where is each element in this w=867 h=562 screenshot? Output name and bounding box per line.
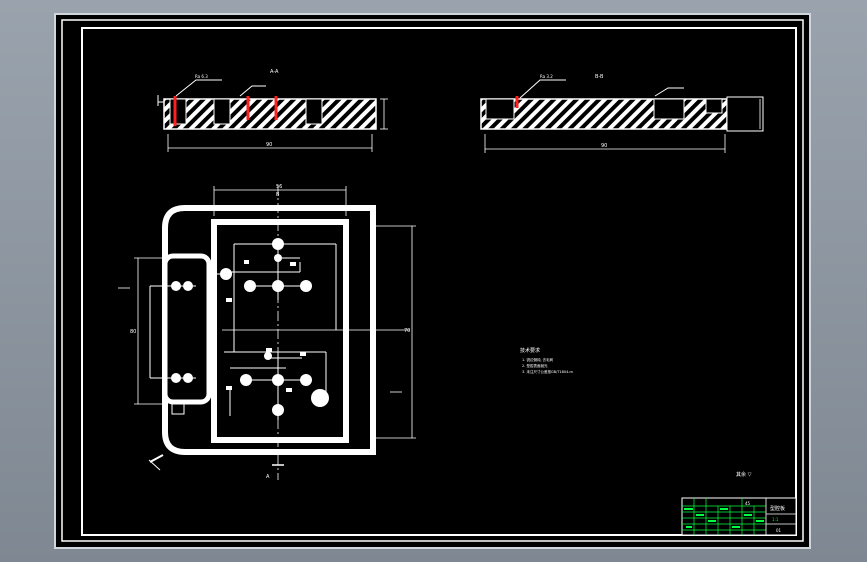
notes-line-1: 1. 锐边倒钝, 去毛刺 (522, 357, 554, 362)
title-block-scale: 1:1 (772, 517, 779, 522)
plan-left-dim: 80 (130, 329, 136, 335)
technical-notes: 技术要求 1. 锐边倒钝, 去毛刺 2. 型腔表面抛光 3. 未注尺寸公差按GB… (520, 347, 574, 374)
section-a-label: A-A (270, 69, 279, 75)
plan-right-dim: 70 (404, 328, 410, 334)
callout-b: Ra 3.2 (540, 74, 553, 79)
roughness-note: 其余 ▽ (736, 471, 752, 478)
section-mark-bottom: A (266, 474, 270, 480)
title-block-material: 45 (745, 501, 751, 506)
notes-line-3: 3. 未注尺寸公差按GB/T1804-m (522, 369, 574, 374)
outer-border (61, 19, 804, 542)
callout-a: Ra 6.3 (195, 74, 208, 79)
section-view-a: A-A Ra 6.3 90 (157, 69, 388, 152)
section-b-dim: 90 (601, 143, 607, 149)
notes-heading: 技术要求 (520, 347, 540, 354)
inner-border (81, 27, 797, 536)
section-view-b: B-B Ra 3.2 90 (480, 74, 764, 153)
section-a-dim: 90 (266, 142, 272, 148)
plan-view: B A 56 70 80 (118, 184, 416, 480)
plan-top-dim: 56 (276, 184, 282, 190)
section-b-label: B-B (595, 74, 604, 80)
title-block-sheet: 01 (776, 528, 782, 533)
title-block-title: 型腔板 (770, 505, 785, 512)
title-block: 45 型腔板 1:1 01 (681, 497, 797, 536)
section-mark-top: B (276, 192, 280, 198)
notes-line-2: 2. 型腔表面抛光 (522, 363, 548, 368)
